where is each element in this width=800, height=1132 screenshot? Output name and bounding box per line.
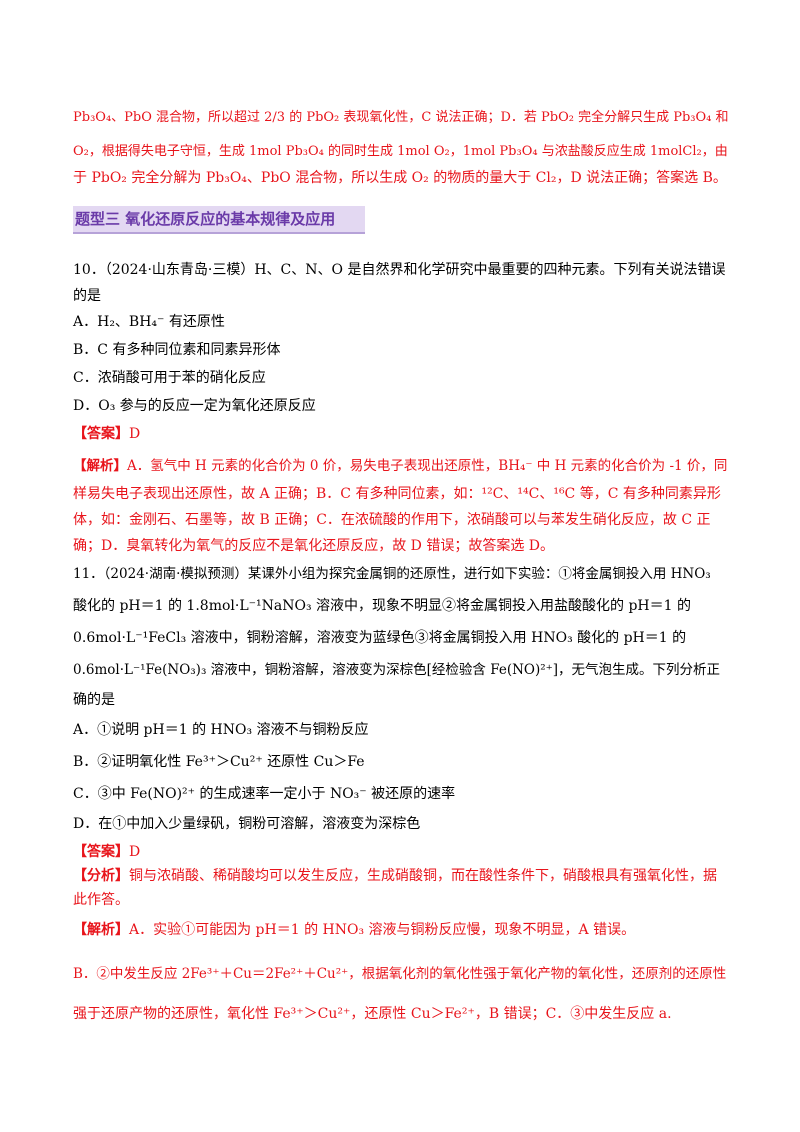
prev-solution-line-3: 于 PbO₂ 完全分解为 Pb₃O₄、PbO 混合物，所以生成 O₂ 的物质的量…: [73, 170, 727, 186]
q11-answer-tag: 【答案】: [73, 844, 129, 860]
q10-option-b: B．C 有多种同位素和同素异形体: [73, 342, 281, 358]
q10-stem-line-2: 的是: [73, 288, 101, 304]
q10-answer-value: D: [129, 426, 141, 442]
prev-solution-line-2: O₂，根据得失电子守恒，生成 1mol Pb₃O₄ 的同时生成 1mol O₂，…: [73, 144, 728, 159]
q11-analysis-line-1: 【解析】A．实验①可能因为 pH＝1 的 HNO₃ 溶液与铜粉反应慢，现象不明显…: [73, 920, 635, 940]
q11-fenxi-text-1: 铜与浓硝酸、稀硝酸均可以发生反应，生成硝酸铜，而在酸性条件下，硝酸根具有强氧化性…: [129, 868, 717, 884]
q11-stem-line-5: 确的是: [73, 692, 115, 708]
q10-answer-tag: 【答案】: [73, 426, 129, 442]
q11-option-b: B．②证明氧化性 Fe³⁺＞Cu²⁺ 还原性 Cu＞Fe: [73, 754, 365, 770]
prev-solution-line-1: Pb₃O₄、PbO 混合物，所以超过 2/3 的 PbO₂ 表现氧化性，C 说法…: [73, 110, 729, 125]
q11-analysis-line-2: B．②中发生反应 2Fe³⁺＋Cu＝2Fe²⁺＋Cu²⁺，根据氧化剂的氧化性强于…: [73, 966, 727, 982]
q11-stem-line-3: 0.6mol·L⁻¹FeCl₃ 溶液中，铜粉溶解，溶液变为蓝绿色③将金属铜投入用…: [73, 630, 687, 646]
q10-answer: 【答案】D: [73, 424, 140, 444]
q10-option-d: D．O₃ 参与的反应一定为氧化还原反应: [73, 398, 316, 414]
q11-fenxi-line-2: 此作答。: [73, 892, 129, 908]
q11-fenxi-line-1: 【分析】铜与浓硝酸、稀硝酸均可以发生反应，生成硝酸铜，而在酸性条件下，硝酸根具有…: [73, 866, 717, 886]
q10-analysis-line-1: 【解析】A．氢气中 H 元素的化合价为 0 价，易失电子表现出还原性，BH₄⁻ …: [73, 456, 727, 476]
q11-option-d: D．在①中加入少量绿矾，铜粉可溶解，溶液变为深棕色: [73, 816, 421, 832]
q11-option-a: A．①说明 pH＝1 的 HNO₃ 溶液不与铜粉反应: [73, 722, 369, 738]
q10-analysis-line-4: 确；D．臭氧转化为氧气的反应不是氧化还原反应，故 D 错误；故答案选 D。: [73, 538, 555, 554]
q11-answer-value: D: [129, 844, 141, 860]
q10-option-a: A．H₂、BH₄⁻ 有还原性: [73, 314, 225, 330]
q10-analysis-text-1: A．氢气中 H 元素的化合价为 0 价，易失电子表现出还原性，BH₄⁻ 中 H …: [127, 458, 728, 474]
q11-analysis-text-1: A．实验①可能因为 pH＝1 的 HNO₃ 溶液与铜粉反应慢，现象不明显，A 错…: [129, 922, 636, 938]
q10-option-c: C．浓硝酸可用于苯的硝化反应: [73, 370, 266, 386]
q11-stem-line-1: 11．（2024·湖南·模拟预测）某课外小组为探究金属铜的还原性，进行如下实验：…: [73, 566, 711, 582]
q10-analysis-line-2: 样易失电子表现出还原性，故 A 正确；B．C 有多种同位素，如：¹²C、¹⁴C、…: [73, 486, 721, 502]
section-heading: 题型三 氧化还原反应的基本规律及应用: [73, 206, 365, 234]
q11-option-c: C．③中 Fe(NO)²⁺ 的生成速率一定小于 NO₃⁻ 被还原的速率: [73, 786, 456, 802]
q11-analysis-tag: 【解析】: [73, 922, 129, 938]
q10-analysis-line-3: 体，如：金刚石、石墨等，故 B 正确；C．在浓硫酸的作用下，浓硝酸可以与苯发生硝…: [73, 512, 711, 528]
q11-fenxi-tag: 【分析】: [73, 868, 129, 884]
q11-analysis-line-3: 强于还原产物的还原性，氧化性 Fe³⁺＞Cu²⁺，还原性 Cu＞Fe²⁺，B 错…: [73, 1006, 672, 1022]
q11-answer: 【答案】D: [73, 842, 140, 862]
q10-stem-line-1: 10．（2024·山东青岛·三模）H、C、N、O 是自然界和化学研究中最重要的四…: [73, 262, 726, 278]
q11-stem-line-4: 0.6mol·L⁻¹Fe(NO₃)₃ 溶液中，铜粉溶解，溶液变为深棕色[经检验含…: [73, 662, 721, 678]
q10-analysis-tag: 【解析】: [73, 458, 127, 474]
q11-stem-line-2: 酸化的 pH＝1 的 1.8mol·L⁻¹NaNO₃ 溶液中，现象不明显②将金属…: [73, 598, 691, 614]
